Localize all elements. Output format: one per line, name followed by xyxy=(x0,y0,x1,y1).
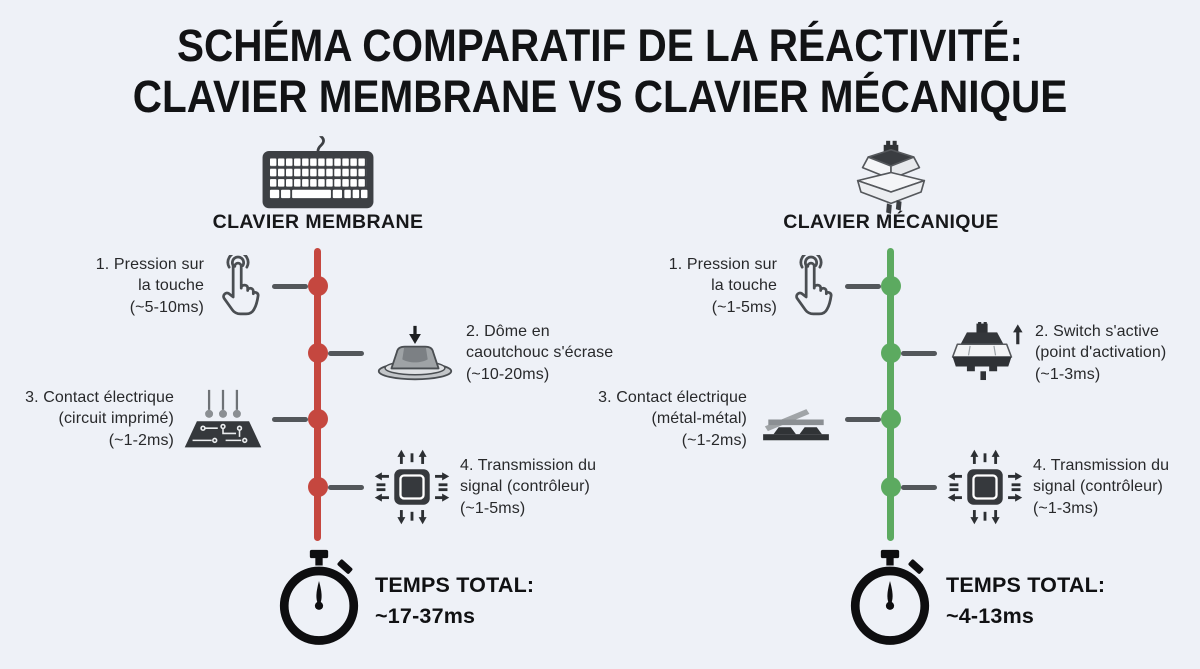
total-value: ~4-13ms xyxy=(946,603,1035,628)
connector-line xyxy=(845,283,881,289)
step-label: 1. Pression sur la touche (~1-5ms) xyxy=(668,256,777,316)
step-label: 2. Switch s'active (point d'activation) … xyxy=(1035,323,1167,383)
connector-line xyxy=(901,350,937,356)
step-label: 2. Dôme en caoutchouc s'écrase (~10-20ms… xyxy=(466,323,614,383)
membrane-step-1: 1. Pression sur la touche (~5-10ms) xyxy=(0,240,308,332)
step-label: 3. Contact électrique (circuit imprimé) … xyxy=(25,389,174,449)
step-label: 4. Transmission du signal (contrôleur) (… xyxy=(1033,457,1170,517)
printed-circuit-icon xyxy=(183,388,263,451)
mechanical-column-title: CLAVIER MÉCANIQUE xyxy=(783,211,999,233)
membrane-step-3: 3. Contact électrique (circuit imprimé) … xyxy=(0,373,308,465)
membrane-step-2: 2. Dôme en caoutchouc s'écrase (~10-20ms… xyxy=(328,307,613,399)
stopwatch-icon xyxy=(276,548,362,652)
step-label: 1. Pression sur la touche (~5-10ms) xyxy=(95,256,204,316)
stopwatch-icon xyxy=(847,548,933,652)
connector-line xyxy=(845,416,881,422)
membrane-total: TEMPS TOTAL: ~17-37ms xyxy=(375,570,534,631)
key-press-tap-icon xyxy=(786,255,836,318)
title-line-1: SCHÉMA COMPARATIF DE LA RÉACTIVITÉ: xyxy=(177,20,1023,71)
mechanical-timeline-line xyxy=(887,248,894,541)
key-press-tap-icon xyxy=(213,255,263,318)
rubber-dome-icon xyxy=(373,324,457,382)
membrane-timeline-line xyxy=(314,248,321,541)
step-label: 4. Transmission du signal (contrôleur) (… xyxy=(460,457,597,517)
total-value: ~17-37ms xyxy=(375,603,476,628)
mechanical-step-2: 2. Switch s'active (point d'activation) … xyxy=(901,307,1200,399)
membrane-column-title: CLAVIER MEMBRANE xyxy=(212,211,424,233)
mechanical-step-1: 1. Pression sur la touche (~1-5ms) xyxy=(600,240,881,332)
connector-line xyxy=(272,416,308,422)
controller-chip-icon xyxy=(373,448,451,526)
mechanical-step-3: 3. Contact électrique (métal-métal) (~1-… xyxy=(598,373,881,465)
membrane-keyboard-icon xyxy=(257,136,379,219)
timeline-dot xyxy=(308,343,328,363)
connector-line xyxy=(272,283,308,289)
metal-contact-icon xyxy=(756,397,836,442)
total-label: TEMPS TOTAL: xyxy=(946,573,1106,597)
step-label: 3. Contact électrique (métal-métal) (~1-… xyxy=(598,389,747,449)
connector-line xyxy=(328,484,364,490)
timeline-dot xyxy=(308,276,328,296)
controller-chip-icon xyxy=(946,448,1024,526)
mechanical-step-4: 4. Transmission du signal (contrôleur) (… xyxy=(901,441,1200,533)
timeline-dot xyxy=(881,477,901,497)
timeline-dot xyxy=(881,343,901,363)
connector-line xyxy=(328,350,364,356)
page-title: SCHÉMA COMPARATIF DE LA RÉACTIVITÉ: CLAV… xyxy=(60,20,1140,123)
membrane-step-4: 4. Transmission du signal (contrôleur) (… xyxy=(328,441,600,533)
mechanical-total: TEMPS TOTAL: ~4-13ms xyxy=(946,570,1105,631)
title-line-2: CLAVIER MEMBRANE VS CLAVIER MÉCANIQUE xyxy=(132,71,1068,123)
timeline-dot xyxy=(308,477,328,497)
total-label: TEMPS TOTAL: xyxy=(375,573,535,597)
timeline-dot xyxy=(308,409,328,429)
connector-line xyxy=(901,484,937,490)
switch-activation-icon xyxy=(946,322,1026,384)
timeline-dot xyxy=(881,276,901,296)
timeline-dot xyxy=(881,409,901,429)
